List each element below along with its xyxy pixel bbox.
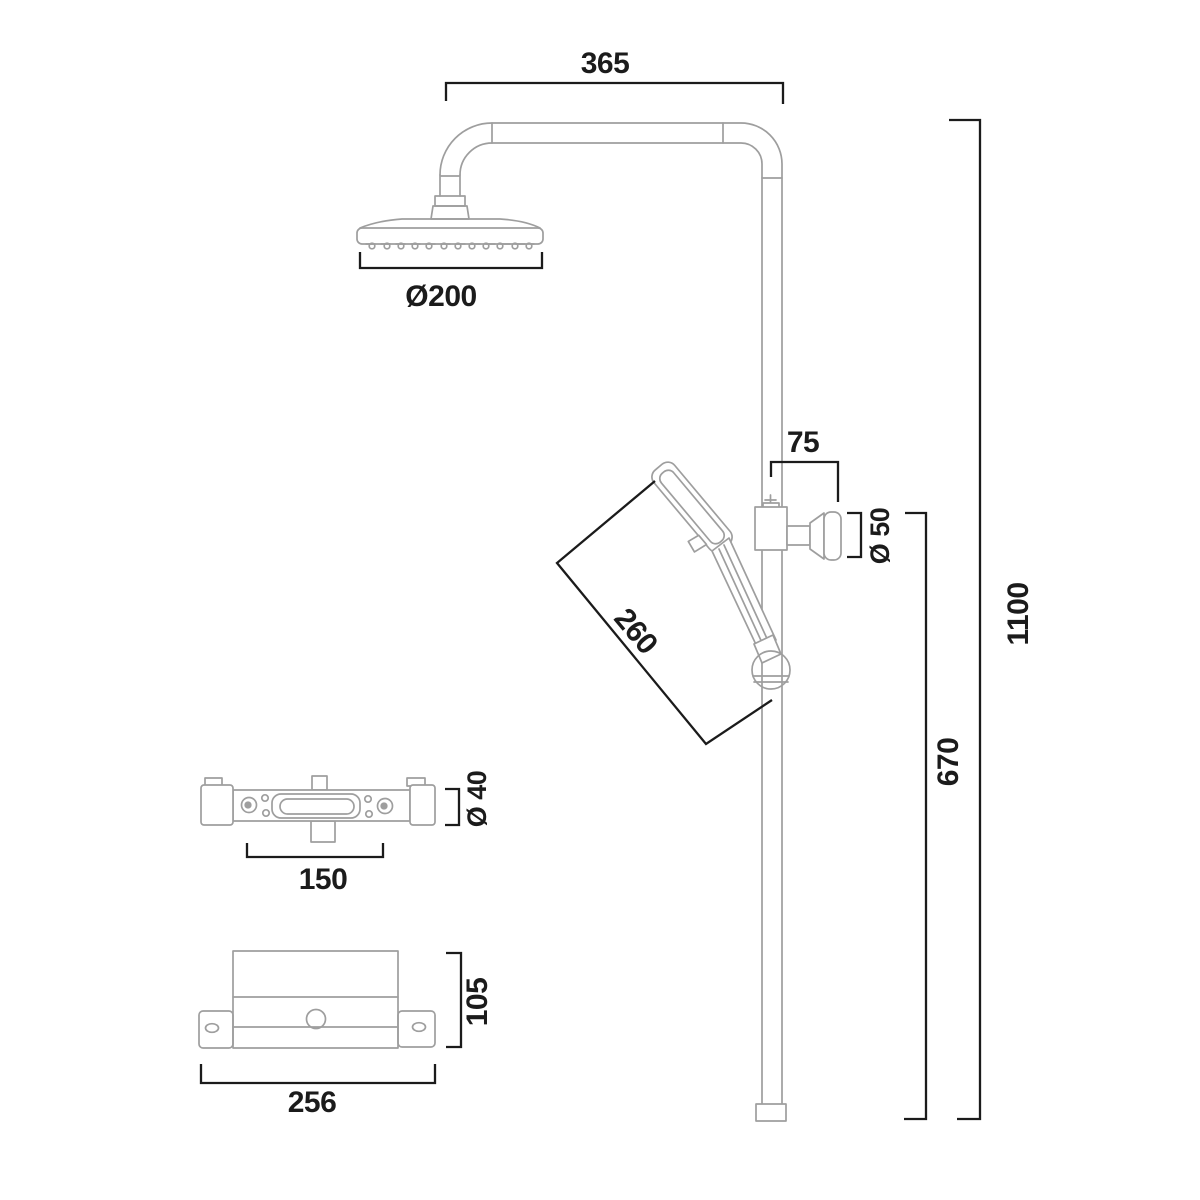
holder-clamp-lines (752, 675, 790, 683)
knob-arm (786, 525, 811, 546)
bracket-center-hole (305, 1008, 327, 1030)
wall-mount-knob (823, 511, 842, 561)
bracket-box (232, 950, 399, 1049)
bracket-left-slot (204, 1022, 220, 1034)
dim-total-height-line (949, 118, 982, 1121)
mixer-valve (200, 775, 436, 843)
dim-valve-centers-label: 150 (299, 863, 348, 896)
dim-hand-shower-length-label: 260 (607, 602, 663, 660)
valve-left-cap (200, 784, 234, 826)
dim-valve-diameter-line (445, 787, 461, 827)
overhead-shower-head (356, 195, 544, 250)
valve-right-knob-dot (380, 802, 388, 810)
dim-knob-diameter-line (847, 511, 863, 559)
knob-flare (809, 512, 825, 560)
dim-riser-height-line (904, 511, 928, 1121)
dim-hand-shower-length-line (555, 480, 773, 746)
dim-riser-height-label: 670 (932, 738, 965, 787)
dim-valve-centers-line (245, 843, 385, 859)
bracket-right-tab (397, 1010, 436, 1048)
hand-shower-face-rim (658, 469, 726, 545)
wall-bracket (198, 950, 436, 1049)
slider-bracket (754, 494, 842, 561)
dim-slider-offset-line (769, 460, 840, 502)
bracket-right-slot (411, 1021, 427, 1033)
hand-shower (651, 461, 791, 690)
handle-detail-lines (718, 544, 770, 648)
bracket-split-lines (232, 996, 399, 1028)
dim-total-height-label: 1100 (1002, 582, 1035, 645)
valve-left-knob-dot (244, 801, 252, 809)
dim-valve-diameter-label: Ø 40 (462, 771, 492, 828)
hand-shower-clip (687, 534, 708, 553)
head-disc (356, 227, 544, 245)
dim-arm-reach-line (444, 81, 785, 104)
tube-joint-lines (439, 122, 783, 197)
dim-head-diameter-label: Ø200 (405, 280, 476, 313)
valve-right-cap (409, 784, 436, 826)
valve-face-window (279, 798, 355, 815)
valve-bottom-stub (310, 820, 336, 843)
arm-riser-tube (439, 122, 783, 1105)
head-connector-flare (430, 205, 470, 220)
dimension-labels: 365 Ø200 75 Ø 50 670 1100 260 Ø 40 150 1… (288, 47, 1035, 1119)
nozzles (368, 242, 533, 250)
dim-bracket-width-label: 256 (288, 1086, 337, 1119)
product-outline (198, 122, 842, 1122)
valve-face-plate (271, 793, 361, 819)
dim-knob-diameter-label: Ø 50 (865, 508, 895, 565)
riser-end-cap (755, 1103, 787, 1122)
head-connector-nut (434, 195, 466, 207)
dim-bracket-height-label: 105 (461, 978, 494, 1027)
valve-screw (364, 809, 374, 819)
valve-screw (260, 793, 270, 803)
dim-bracket-width-line (199, 1064, 437, 1085)
slider-body (754, 506, 788, 551)
dim-bracket-height-line (446, 951, 463, 1049)
head-dome (359, 218, 541, 229)
valve-top-stub (311, 775, 328, 791)
dim-slider-offset-label: 75 (787, 426, 819, 459)
valve-right-knob (376, 797, 394, 815)
hand-shower-holder-ring (751, 650, 791, 690)
bracket-left-tab (198, 1010, 234, 1049)
valve-left-knob (240, 796, 258, 814)
dim-head-diameter-line (358, 252, 544, 270)
shower-arm-and-riser (439, 122, 787, 1122)
valve-screw (261, 808, 271, 818)
dim-arm-reach-label: 365 (581, 47, 630, 80)
dimension-lines (199, 81, 982, 1121)
valve-screw (363, 794, 373, 804)
